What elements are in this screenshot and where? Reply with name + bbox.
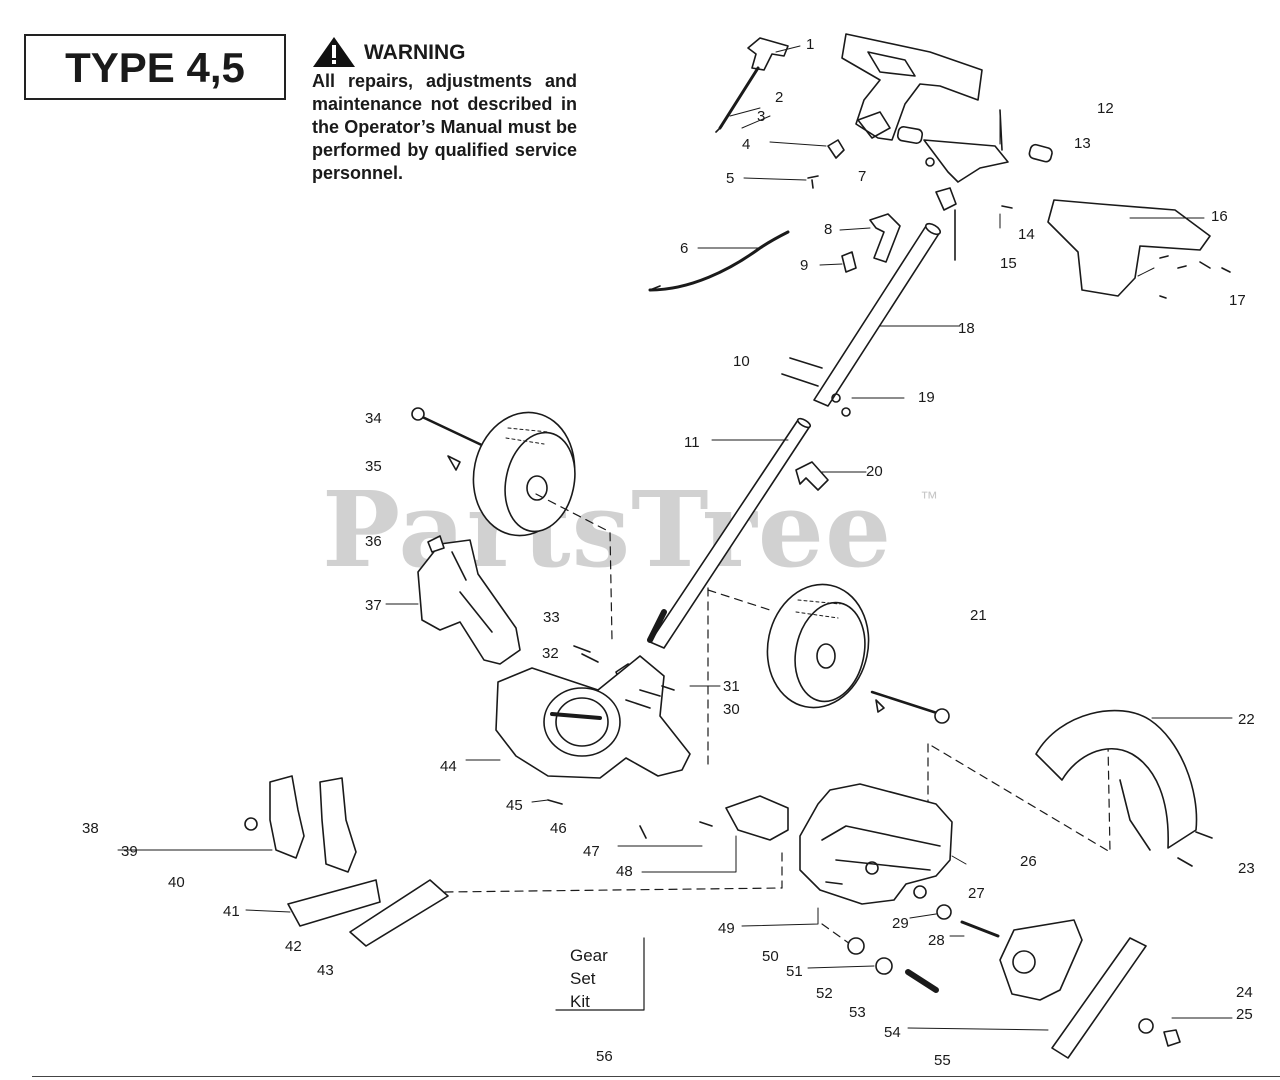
- callout-24: 24: [1236, 984, 1253, 1001]
- callout-29: 29: [892, 915, 909, 932]
- part-top-handle: [841, 33, 983, 141]
- gear-set-kit-bracket: [555, 937, 645, 1011]
- callout-52: 52: [816, 985, 833, 1002]
- callout-21: 21: [970, 607, 987, 624]
- callout-10: 10: [733, 353, 750, 370]
- part-gear-set: [847, 885, 1000, 993]
- callout-35: 35: [365, 458, 382, 475]
- part-gear-housing: [799, 783, 953, 905]
- callout-26: 26: [1020, 853, 1037, 870]
- callout-43: 43: [317, 962, 334, 979]
- callout-47: 47: [583, 843, 600, 860]
- kit-label-line-2: Set: [570, 969, 596, 988]
- callout-22: 22: [1238, 711, 1255, 728]
- callout-12: 12: [1097, 100, 1114, 117]
- callout-13: 13: [1074, 135, 1091, 152]
- part-blade-guard: [1035, 709, 1198, 849]
- part-handle-bracket: [417, 535, 521, 665]
- callout-6: 6: [680, 240, 689, 257]
- warning-triangle-icon: [313, 37, 355, 67]
- gear-set-kit-label: Gear Set Kit: [570, 944, 608, 1013]
- part-throttle-control: [896, 109, 1053, 261]
- callout-45: 45: [506, 797, 523, 814]
- callout-34: 34: [365, 410, 382, 427]
- trademark-symbol: ™: [920, 488, 938, 508]
- callout-1: 1: [806, 36, 815, 53]
- part-throttle-cable: [648, 230, 790, 292]
- callout-44: 44: [440, 758, 457, 775]
- part-lever-and-spring: [841, 213, 901, 273]
- callout-11: 11: [684, 434, 700, 451]
- callout-39: 39: [121, 843, 138, 860]
- callout-19: 19: [918, 389, 935, 406]
- callout-46: 46: [550, 820, 567, 837]
- part-shield-bracket: [1047, 199, 1231, 299]
- callout-5: 5: [726, 170, 735, 187]
- callout-3: 3: [757, 108, 766, 125]
- callout-56: 56: [596, 1048, 613, 1065]
- callout-7: 7: [858, 168, 867, 185]
- callout-50: 50: [762, 948, 779, 965]
- callout-18: 18: [958, 320, 975, 337]
- callout-42: 42: [285, 938, 302, 955]
- part-left-wheel: [411, 407, 576, 537]
- warning-notice: WARNING All repairs, adjustments and mai…: [312, 36, 577, 185]
- callout-38: 38: [82, 820, 99, 837]
- callout-8: 8: [824, 221, 833, 238]
- callout-54: 54: [884, 1024, 901, 1041]
- callout-23: 23: [1238, 860, 1255, 877]
- callout-53: 53: [849, 1004, 866, 1021]
- callout-16: 16: [1211, 208, 1228, 225]
- callout-31: 31: [723, 678, 740, 695]
- callout-17: 17: [1229, 292, 1246, 309]
- callout-2: 2: [775, 89, 784, 106]
- warning-body: All repairs, adjustments and maintenance…: [312, 71, 577, 183]
- part-shaft-clip: [795, 461, 829, 491]
- callout-25: 25: [1236, 1006, 1253, 1023]
- alignment-dashes: [444, 493, 1111, 945]
- part-edger-blade: [999, 919, 1181, 1059]
- type-label: TYPE 4,5: [65, 44, 245, 91]
- callout-37: 37: [365, 597, 382, 614]
- callout-28: 28: [928, 932, 945, 949]
- part-right-wheel: [766, 583, 950, 724]
- part-starter-handle: [715, 37, 789, 133]
- callout-36: 36: [365, 533, 382, 550]
- callout-33: 33: [543, 609, 560, 626]
- part-upper-shaft: [781, 222, 942, 417]
- part-mount-bracket: [725, 795, 789, 841]
- callout-14: 14: [1018, 226, 1035, 243]
- part-clip-and-screw: [807, 139, 845, 189]
- callout-30: 30: [723, 701, 740, 718]
- kit-label-line-1: Gear: [570, 946, 608, 965]
- callout-48: 48: [616, 863, 633, 880]
- callout-27: 27: [968, 885, 985, 902]
- callout-32: 32: [542, 645, 559, 662]
- part-lower-shaft: [647, 417, 812, 649]
- callout-15: 15: [1000, 255, 1017, 272]
- callout-41: 41: [223, 903, 240, 920]
- type-label-box: TYPE 4,5: [24, 34, 286, 100]
- callout-49: 49: [718, 920, 735, 937]
- part-depth-plates: [244, 775, 449, 947]
- bottom-border: [32, 1076, 1280, 1077]
- callout-4: 4: [742, 136, 751, 153]
- part-engine-housing: [495, 655, 691, 779]
- callout-51: 51: [786, 963, 803, 980]
- part-housing-screws: [547, 645, 713, 839]
- callout-20: 20: [866, 463, 883, 480]
- callout-40: 40: [168, 874, 185, 891]
- callout-9: 9: [800, 257, 809, 274]
- leader-lines: [117, 45, 1233, 1031]
- warning-heading: WARNING: [364, 40, 466, 64]
- partstree-watermark: PartsTree: [322, 468, 893, 591]
- kit-label-line-3: Kit: [570, 992, 590, 1011]
- warning-header: WARNING: [312, 36, 577, 68]
- callout-55: 55: [934, 1052, 951, 1069]
